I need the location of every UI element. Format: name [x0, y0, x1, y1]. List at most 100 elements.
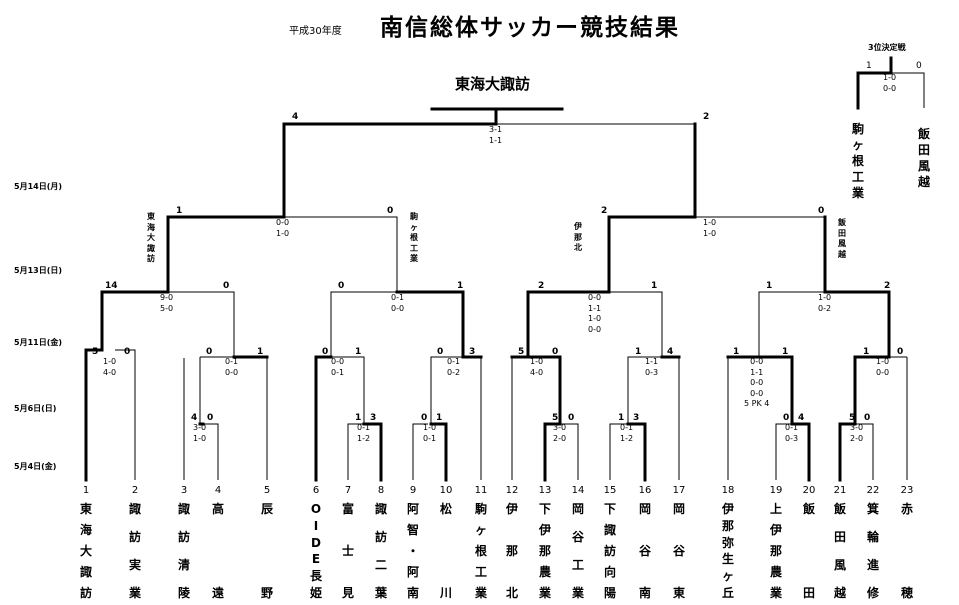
score-qf-1c: 1	[766, 281, 773, 291]
score-r0-5c: 5	[849, 413, 856, 423]
team-name: 東海大諏訪	[79, 502, 92, 600]
semifinal-team-label: 飯田風越	[838, 218, 846, 259]
score-r2-5b: 5	[518, 347, 525, 357]
team-name: 伊那北	[505, 502, 518, 600]
score-sf-2: 2	[601, 206, 608, 216]
team-name: 下諏訪向陽	[603, 502, 616, 600]
date-label: 5月4日(金)	[14, 462, 57, 471]
score-qf-1a: 1	[457, 281, 464, 291]
team-number: 3	[180, 485, 188, 496]
team-name: 飯田風越	[833, 502, 846, 600]
line-qfa-right	[168, 291, 235, 357]
score-sf-1: 1	[176, 206, 183, 216]
team-name: 岡谷工業	[571, 502, 584, 600]
line-team-22	[855, 423, 874, 480]
score-r0-1b: 1	[436, 413, 443, 423]
semifinal-team-label: 東海大諏訪	[147, 212, 155, 263]
score-qf-14: 14	[105, 281, 118, 291]
team-name: 高遠	[211, 502, 224, 600]
line-third-right	[891, 72, 925, 108]
team-name: 松川	[439, 502, 452, 600]
team-number: 2	[131, 485, 139, 496]
win-team-8	[362, 422, 383, 482]
score-r2-1a: 1	[257, 347, 264, 357]
third-left-score: 1	[866, 61, 872, 71]
page-title: 南信総体サッカー競技結果	[380, 15, 680, 41]
team-number: 9	[409, 485, 417, 496]
score-r2-1b: 1	[355, 347, 362, 357]
line-m1f-left	[627, 356, 662, 424]
score-r0-4: 4	[191, 413, 198, 423]
win-team-20	[757, 355, 811, 482]
team-name: 岡谷東	[672, 502, 685, 600]
team-number: 12	[505, 485, 519, 496]
win-r1d	[395, 290, 465, 359]
team-number: 5	[263, 485, 271, 496]
third-half-1: 1-0	[883, 73, 897, 82]
score-r2-0b: 0	[322, 347, 329, 357]
score-qf-1b: 1	[651, 281, 658, 291]
team-number: 17	[672, 485, 686, 496]
line-team-7	[347, 423, 364, 480]
score-r1-0a: 0	[124, 347, 131, 357]
team-number: 8	[377, 485, 385, 496]
score-r2-1d: 1	[733, 347, 740, 357]
third-result: 1-0 0-0	[883, 73, 896, 94]
team-number: 19	[769, 485, 783, 496]
date-label: 5月11日(金)	[14, 338, 63, 347]
score-r0-0c: 0	[568, 413, 575, 423]
score-r0-0d: 0	[783, 413, 790, 423]
date-label: 5月14日(月)	[14, 182, 63, 191]
score-r2-0a: 0	[206, 347, 213, 357]
line-team-19	[775, 423, 792, 480]
thick-lines	[84, 56, 893, 482]
score-r2-4a: 4	[667, 347, 674, 357]
third-left-team: 駒ヶ根工業	[851, 122, 864, 200]
win-team-16	[626, 422, 647, 482]
score-qf-2b: 2	[884, 281, 891, 291]
team-number: 22	[866, 485, 880, 496]
score-f-2: 2	[703, 112, 710, 122]
line-m1d-left	[430, 356, 463, 424]
semifinal-team-label: 駒ヶ根工業	[410, 212, 418, 263]
team-number: 13	[538, 485, 552, 496]
win-team-21	[823, 215, 891, 482]
team-number: 20	[802, 485, 816, 496]
team-name: 飯田	[802, 502, 815, 600]
third-left	[856, 56, 893, 110]
line-qfd-left	[758, 291, 825, 357]
third-right-team: 飯田風越	[917, 127, 930, 189]
line-team-15	[609, 423, 628, 480]
score-r2-0c: 0	[437, 347, 444, 357]
third-half-2: 0-0	[883, 83, 897, 93]
team-number: 18	[721, 485, 735, 496]
score-r2-1f: 1	[863, 347, 870, 357]
line-sfa-right	[284, 216, 398, 292]
score-qf-0b: 0	[338, 281, 345, 291]
score-r0-0e: 0	[864, 413, 871, 423]
team-name: 駒ヶ根工業	[474, 502, 487, 600]
win-team-6	[314, 355, 333, 482]
win-team-10	[429, 422, 448, 482]
date-label: 5月13日(日)	[14, 266, 63, 275]
line-final-right	[496, 123, 696, 217]
team-name: 伊那弥生ヶ丘	[721, 502, 734, 600]
score-sf-0b: 0	[818, 206, 825, 216]
team-name: 上伊那農業	[769, 502, 782, 600]
score-r2-0d: 0	[552, 347, 559, 357]
score-r2-0e: 0	[897, 347, 904, 357]
line-team-2	[115, 349, 136, 480]
team-name: 辰野	[260, 502, 273, 600]
